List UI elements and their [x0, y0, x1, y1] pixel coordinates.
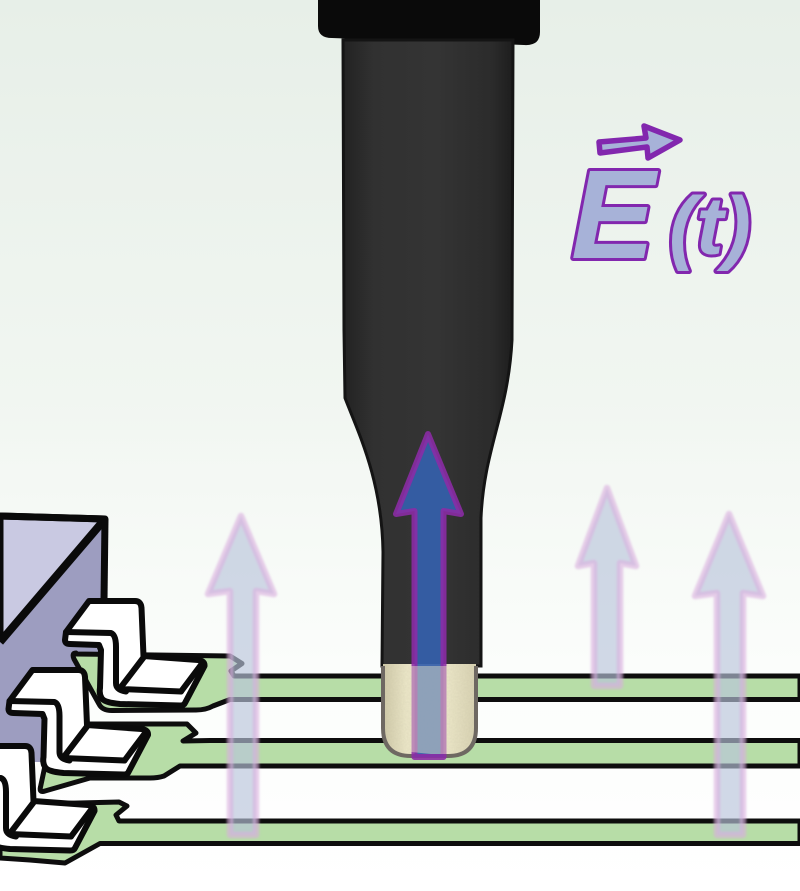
svg-text:E: E [571, 144, 659, 285]
svg-text:(t): (t) [669, 181, 751, 272]
